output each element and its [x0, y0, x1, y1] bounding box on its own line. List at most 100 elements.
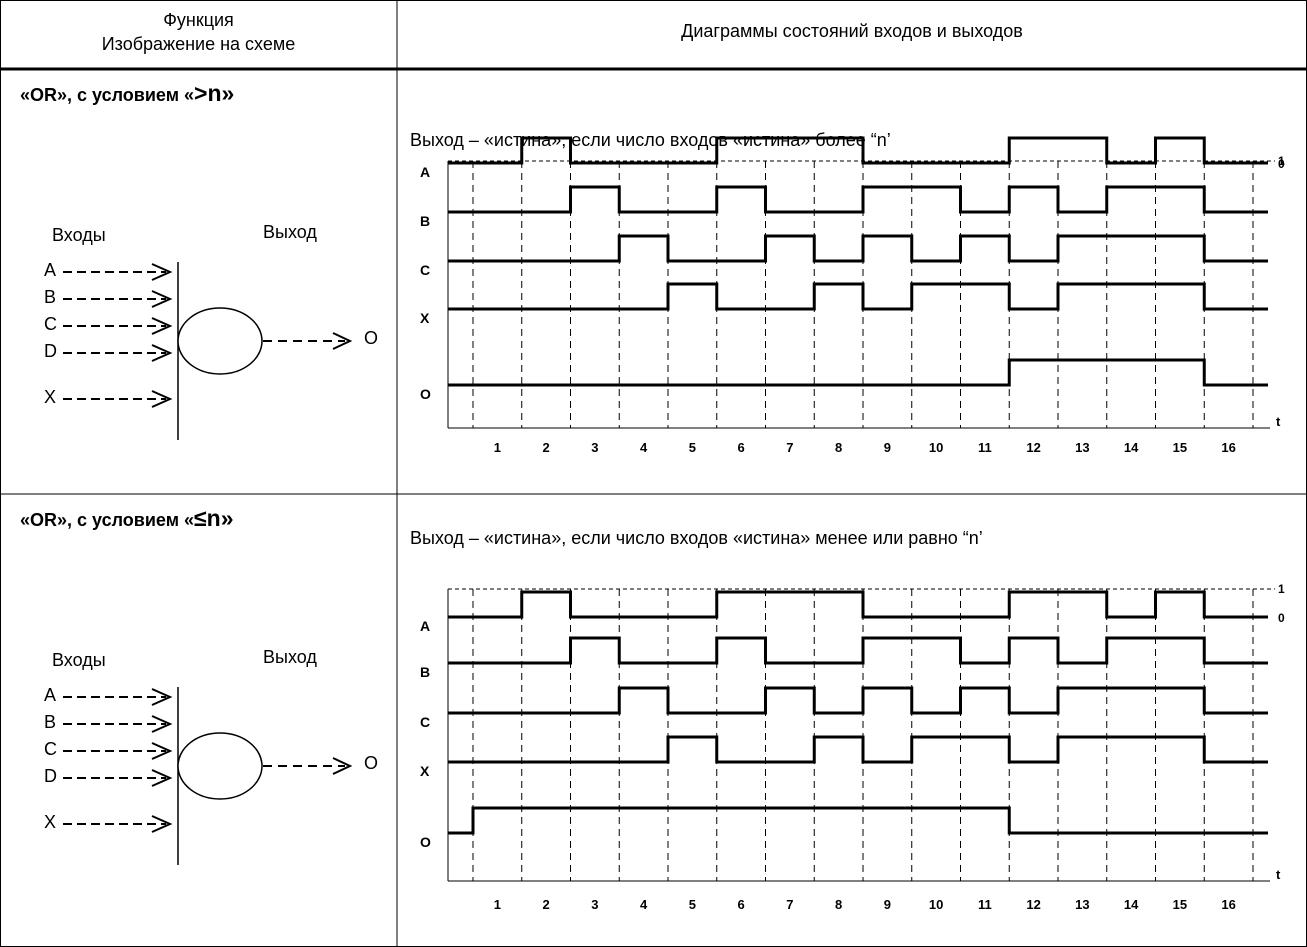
signal-label-c: C	[420, 262, 430, 278]
arrow-head	[151, 390, 173, 408]
arrow-head	[332, 332, 353, 350]
level-low-label: 0	[1278, 157, 1285, 171]
arrow-head	[332, 757, 353, 775]
tick-label: 12	[1026, 440, 1040, 455]
tick-label: 10	[929, 440, 943, 455]
header-function-line2: Изображение на схеме	[101, 34, 296, 54]
tick-label: 4	[640, 897, 648, 912]
tick-label: 7	[786, 440, 793, 455]
row2-title-suffix: »	[220, 505, 234, 531]
waveform-a	[448, 590, 1268, 619]
inputs-label: Входы	[52, 225, 106, 245]
tick-label: 13	[1075, 897, 1089, 912]
input-name-d: D	[44, 766, 57, 786]
input-name-x: X	[44, 812, 57, 832]
row1-caption: Выход – «истина», если число входов «ист…	[410, 130, 891, 150]
arrow-head	[151, 688, 173, 706]
tick-label: 5	[689, 897, 696, 912]
tick-label: 14	[1124, 897, 1139, 912]
signal-label-b: B	[420, 213, 430, 229]
signal-label-a: A	[420, 164, 430, 180]
signal-label-x: X	[420, 763, 430, 779]
tick-label: 11	[978, 440, 992, 455]
logic-symbol-1	[63, 262, 353, 440]
signal-label-x: X	[420, 310, 430, 326]
time-axis-label: t	[1276, 414, 1281, 429]
level-high-label: 1	[1278, 582, 1285, 596]
level-high-label: 1	[1278, 154, 1285, 168]
signal-label-o: O	[420, 834, 431, 850]
row1-title-cond: >n	[194, 80, 222, 106]
output-label: Выход	[263, 222, 317, 242]
input-name-a: A	[44, 260, 57, 280]
tick-label: 12	[1026, 897, 1040, 912]
level-low-label: 0	[1278, 611, 1285, 625]
waveform-b	[448, 185, 1268, 214]
row2-caption: Выход – «истина», если число входов «ист…	[410, 528, 983, 548]
arrow-head	[151, 263, 173, 281]
signal-label-o: O	[420, 386, 431, 402]
arrow-head	[151, 344, 173, 362]
waveform-c	[448, 686, 1268, 715]
waveform-o	[448, 806, 1268, 835]
output-name: O	[364, 328, 379, 348]
tick-label: 16	[1221, 897, 1235, 912]
tick-label: 11	[978, 897, 992, 912]
tick-label: 6	[738, 897, 745, 912]
header-function: Функция Изображение на схеме	[0, 8, 397, 56]
tick-label: 9	[884, 440, 891, 455]
tick-label: 3	[591, 897, 598, 912]
tick-label: 6	[738, 440, 745, 455]
row2-title: «OR», с условием «≤n»	[20, 505, 234, 532]
waveform-c	[448, 234, 1268, 263]
tick-label: 16	[1221, 440, 1235, 455]
output-name: O	[364, 753, 379, 773]
signal-label-a: A	[420, 618, 430, 634]
tick-label: 2	[543, 440, 550, 455]
logic-block	[177, 732, 263, 800]
tick-label: 9	[884, 897, 891, 912]
header-diagrams: Диаграммы состояний входов и выходов	[681, 21, 1023, 41]
waveform-x	[448, 735, 1268, 764]
arrow-head	[151, 742, 173, 760]
arrow-head	[151, 290, 173, 308]
waveform-x	[448, 282, 1268, 311]
logic-symbols	[63, 262, 353, 865]
tick-label: 3	[591, 440, 598, 455]
tick-label: 7	[786, 897, 793, 912]
tick-label: 8	[835, 440, 842, 455]
tick-label: 2	[543, 897, 550, 912]
input-name-b: B	[44, 287, 57, 307]
tick-label: 1	[494, 440, 501, 455]
arrow-head	[151, 715, 173, 733]
inputs-label: Входы	[52, 650, 106, 670]
row1-title-suffix: »	[221, 80, 235, 106]
row2-title-prefix: «OR», с условием «	[20, 510, 195, 530]
tick-label: 14	[1124, 440, 1139, 455]
waveform-o	[448, 358, 1268, 387]
input-name-d: D	[44, 341, 57, 361]
tick-label: 4	[640, 440, 648, 455]
tick-label: 8	[835, 897, 842, 912]
input-name-b: B	[44, 712, 57, 732]
signal-label-b: B	[420, 664, 430, 680]
input-name-c: C	[44, 739, 57, 759]
signal-label-c: C	[420, 714, 430, 730]
row1-title: «OR», с условием «>n»	[20, 80, 234, 107]
tick-label: 10	[929, 897, 943, 912]
row1-title-prefix: «OR», с условием «	[20, 85, 195, 105]
logic-block	[177, 307, 263, 375]
tick-label: 1	[494, 897, 501, 912]
input-name-a: A	[44, 685, 57, 705]
waveform-a	[448, 136, 1268, 165]
input-name-c: C	[44, 314, 57, 334]
header-function-line1: Функция	[163, 10, 234, 30]
arrow-head	[151, 317, 173, 335]
time-axis-label: t	[1276, 867, 1281, 882]
tick-label: 5	[689, 440, 696, 455]
arrow-head	[151, 815, 173, 833]
logic-symbol-2	[63, 687, 353, 865]
